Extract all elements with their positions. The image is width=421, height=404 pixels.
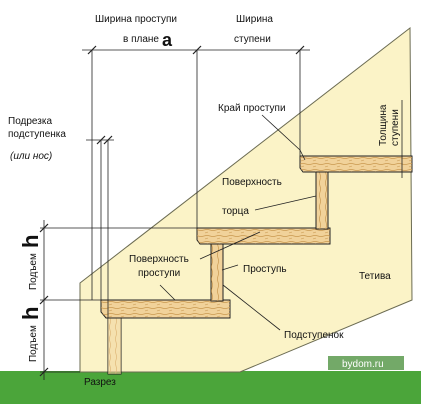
- rise-upper-label: Подъем: [28, 253, 39, 290]
- tread-width-symbol: a: [162, 30, 173, 50]
- thickness-dimension: [396, 100, 412, 178]
- reference-lines: [40, 49, 310, 380]
- step-width-label-2: ступени: [234, 34, 271, 45]
- dimension-ticks: [39, 45, 305, 377]
- watermark: bydom.ru: [342, 359, 384, 370]
- tread-surface-label: Поверхность: [129, 254, 189, 265]
- rise-lower-symbol: h: [18, 307, 43, 320]
- riser-trim-label-2: подступенка: [8, 129, 66, 140]
- tread-width-plan-label: Ширина проступи: [95, 14, 177, 25]
- end-surface-label: Поверхность: [222, 177, 282, 188]
- leader-lines: [159, 114, 317, 331]
- riser-label: Подступенок: [284, 330, 344, 341]
- stringer: [79, 26, 413, 373]
- section-label: Разрез: [84, 377, 116, 388]
- riser-trim-label-3: (или нос): [10, 151, 52, 162]
- stringer-label: Тетива: [359, 271, 391, 282]
- ground: [0, 371, 421, 404]
- tread-surface-label-2: проступи: [138, 268, 180, 279]
- tread-edge-label: Край проступи: [218, 103, 286, 114]
- rise-upper-symbol: h: [18, 235, 43, 248]
- rise-lower-label: Подъем: [28, 325, 39, 362]
- tread-label: Проступь: [243, 264, 287, 275]
- riser-trim-label: Подрезка: [8, 116, 52, 127]
- step-thickness-label-2: ступени: [390, 109, 401, 146]
- tread-width-plan-label-2: в плане: [123, 34, 159, 45]
- step-width-label: Ширина: [236, 14, 273, 25]
- step-thickness-label: Толщина: [378, 104, 389, 146]
- end-surface-label-2: торца: [222, 206, 249, 217]
- watermark-bg: [328, 356, 404, 370]
